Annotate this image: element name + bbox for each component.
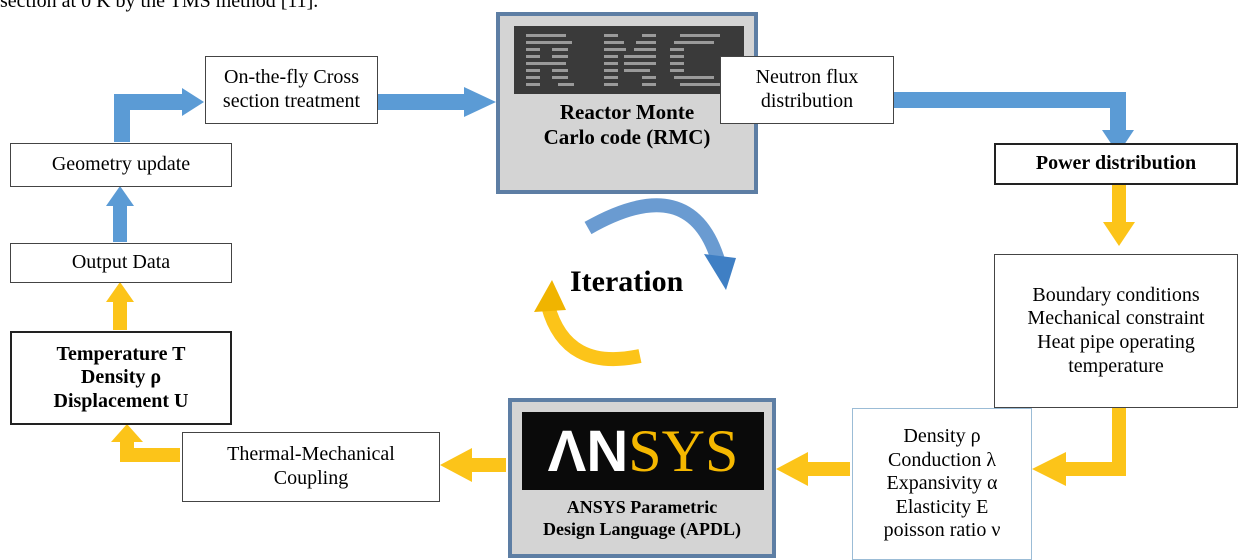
output-data-box: Output Data (10, 243, 232, 283)
yellow-arrow-properties-to-ansys (776, 452, 850, 486)
result-displacement: Displacement U (53, 389, 189, 412)
rmc-title-line-1: Reactor Monte (559, 100, 695, 124)
blue-arrow-geometry-to-crosssection (114, 88, 204, 142)
cross-section-treatment-box: On-the-fly Cross section treatment (205, 56, 378, 124)
rmc-title-line-2: Carlo code (RMC) (543, 125, 711, 150)
geometry-update-box: Geometry update (10, 143, 232, 187)
yellow-arrow-thermal-to-results (111, 424, 180, 462)
boundary-line-4: temperature (1068, 354, 1164, 377)
thermal-mechanical-line-1: Thermal-Mechanical (227, 443, 395, 466)
geometry-update-label: Geometry update (51, 153, 191, 176)
cross-section-line-1: On-the-fly Cross (224, 66, 359, 89)
apdl-title-line-2: Design Language (APDL) (542, 518, 741, 539)
blue-arrow-output-to-geometry (106, 186, 134, 242)
power-distribution-label: Power distribution (1035, 152, 1197, 175)
neutron-flux-line-1: Neutron flux (755, 66, 859, 89)
iteration-label: Iteration (570, 265, 684, 298)
property-density: Density ρ (903, 425, 981, 448)
rmc-console-image (514, 26, 744, 94)
header-text-fragment: section at 0 K by the TMS method [11]. (0, 0, 319, 12)
thermal-mechanical-box: Thermal-Mechanical Coupling (182, 432, 440, 502)
property-poisson-ratio: poisson ratio ν (883, 519, 1001, 542)
property-elasticity: Elasticity E (895, 495, 989, 518)
power-distribution-box: Power distribution (994, 143, 1238, 185)
rmc-title: Reactor Monte Carlo code (RMC) (500, 100, 754, 150)
apdl-title-line-1: ANSYS Parametric (566, 497, 718, 517)
neutron-flux-box: Neutron flux distribution (720, 56, 894, 124)
result-density: Density ρ (80, 366, 162, 389)
ansys-logo-accent: SYS (628, 417, 739, 484)
yellow-arrow-boundary-to-properties (1032, 408, 1126, 486)
yellow-arrow-ansys-to-thermal (440, 448, 506, 482)
blue-arrow-crosssection-to-rmc (378, 87, 496, 117)
iteration-cycle-arrows (534, 198, 736, 367)
neutron-flux-line-2: distribution (760, 90, 854, 112)
blue-arrow-flux-to-power (894, 92, 1134, 154)
rmc-ascii-art (526, 34, 720, 86)
boundary-line-3: Heat pipe operating (1037, 331, 1195, 353)
ansys-logo-text: ΛN (547, 418, 629, 484)
yellow-arrow-results-to-output (106, 282, 134, 330)
material-properties-box: Density ρ Conduction λ Expansivity α Ela… (852, 408, 1032, 560)
results-box: Temperature T Density ρ Displacement U (10, 331, 232, 425)
boundary-conditions-box: Boundary conditions Mechanical constrain… (994, 254, 1238, 408)
property-expansivity: Expansivity α (886, 472, 998, 495)
rmc-panel: Reactor Monte Carlo code (RMC) (496, 12, 758, 194)
property-conduction: Conduction λ (887, 448, 997, 471)
cross-section-line-2: section treatment (222, 90, 361, 112)
boundary-line-1: Boundary conditions (1032, 283, 1200, 306)
result-temperature: Temperature T (56, 342, 186, 365)
yellow-arrow-power-to-boundary (1103, 182, 1135, 246)
output-data-label: Output Data (71, 251, 171, 274)
thermal-mechanical-line-2: Coupling (273, 467, 349, 489)
boundary-line-2: Mechanical constraint (1027, 307, 1205, 330)
apdl-title: ANSYS Parametric Design Language (APDL) (512, 497, 772, 540)
